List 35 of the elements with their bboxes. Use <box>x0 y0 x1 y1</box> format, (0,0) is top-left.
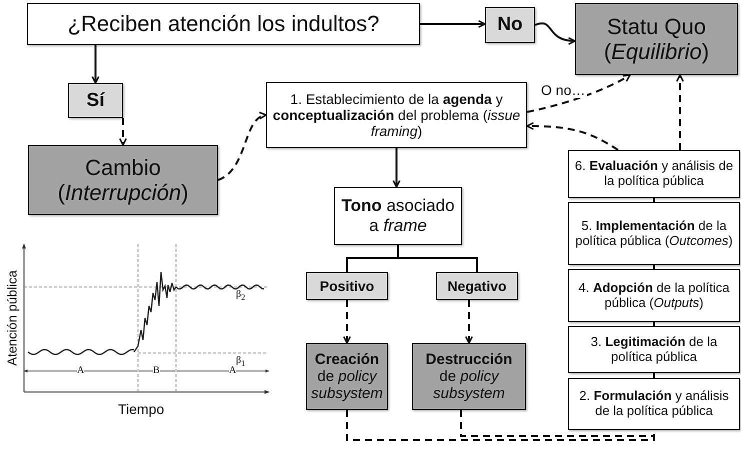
segment-label: A <box>229 366 236 376</box>
dashed-arrow <box>526 74 631 113</box>
level-label: β$_{2}$ <box>236 290 246 302</box>
outcome-box: Statu Quo (Equilibrio) <box>575 3 738 75</box>
outcome-box: Creación de policy subsystem <box>306 343 388 410</box>
process-box: 3. Legitimación de la política pública <box>568 326 740 373</box>
dashed-arrow <box>119 118 127 146</box>
process-box: 1. Establecimiento de la agenda y conceptualización del problema (issue framing) <box>266 82 527 148</box>
dashed-arrow <box>676 74 684 150</box>
arrow <box>534 22 576 45</box>
segment-label: A <box>77 366 84 376</box>
arrow <box>92 45 100 84</box>
arrow <box>420 20 486 28</box>
answer-box: Negativo <box>436 272 518 300</box>
answer-box: No <box>485 7 535 43</box>
edge-label: O no… <box>539 82 588 98</box>
dashed-arrow <box>526 122 619 151</box>
axis-label: Atención pública <box>6 270 18 366</box>
process-box: ¿Reciben atención los indultos? <box>27 3 420 45</box>
dashed-arrow <box>218 112 267 181</box>
segment-label: B <box>153 366 160 376</box>
process-box: 5. Implementación de la política pública (Outcomes) <box>568 202 740 265</box>
dashed-arrow <box>343 300 351 344</box>
outcome-box: Cambio (Interrupción) <box>28 145 218 215</box>
outcome-box: Destrucción de policy subsystem <box>412 343 526 410</box>
process-box: Tono asociado a frame <box>334 187 462 245</box>
answer-box: Positivo <box>306 272 388 300</box>
answer-box: Sí <box>68 83 123 118</box>
axis-label: Tiempo <box>118 402 164 416</box>
dashed-arrow <box>465 300 473 344</box>
process-box: 6. Evaluación y análisis de la política pública <box>568 150 740 198</box>
level-label: β$_{1}$ <box>236 356 246 368</box>
arrow <box>392 148 400 188</box>
process-box: 4. Adopción de la política pública (Outputs) <box>568 269 740 322</box>
process-box: 2. Formulación y análisis de la política pública <box>568 378 740 430</box>
